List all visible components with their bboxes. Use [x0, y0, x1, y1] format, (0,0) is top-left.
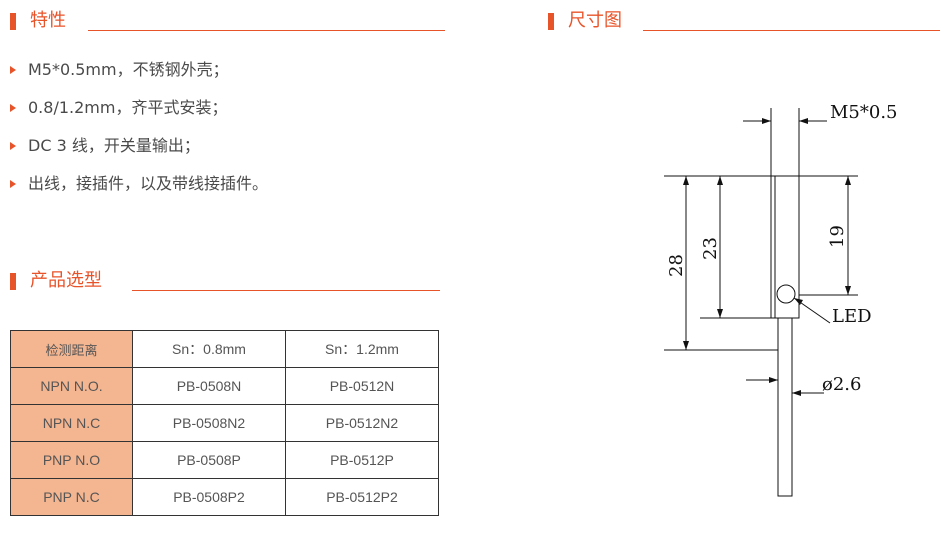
section-divider — [132, 290, 440, 291]
feature-text: M5*0.5mm，不锈钢外壳； — [28, 60, 229, 79]
bullet-arrow-icon — [10, 142, 16, 150]
table-row: PNP N.O PB-0508P PB-0512P — [10, 441, 439, 479]
dimension-section-header: 尺寸图 — [548, 10, 940, 34]
feature-item: 出线，接插件，以及带线接插件。 — [10, 170, 268, 208]
bullet-arrow-icon — [10, 180, 16, 188]
selection-section-header: 产品选型 — [10, 270, 440, 294]
section-divider — [643, 30, 940, 31]
features-section-header: 特性 — [10, 10, 445, 34]
section-marker — [10, 13, 16, 30]
table-row: PNP N.C PB-0508P2 PB-0512P2 — [10, 478, 439, 516]
output-type-cell: PNP N.O — [10, 441, 133, 479]
led-indicator — [776, 284, 796, 304]
bullet-arrow-icon — [10, 104, 16, 112]
features-title: 特性 — [30, 10, 66, 31]
model-cell: PB-0508P — [132, 441, 286, 479]
table-row: NPN N.C PB-0508N2 PB-0512N2 — [10, 404, 439, 442]
model-cell: PB-0512P2 — [285, 478, 439, 516]
output-type-cell: NPN N.O. — [10, 367, 133, 405]
section-marker — [10, 273, 16, 290]
model-cell: PB-0508N2 — [132, 404, 286, 442]
table-header-cell: Sn：0.8mm — [132, 330, 286, 368]
cable-diameter-label: ø2.6 — [822, 374, 861, 395]
section-divider — [88, 30, 445, 31]
section-marker — [548, 13, 554, 30]
model-cell: PB-0508P2 — [132, 478, 286, 516]
feature-item: DC 3 线，开关量输出； — [10, 132, 268, 170]
dimension-drawing: M5*0.5 28 23 19 LED ø2.6 — [664, 102, 898, 497]
table-header-cell: Sn：1.2mm — [285, 330, 439, 368]
dimension-title: 尺寸图 — [568, 10, 622, 31]
model-selection-table: 检测距离 Sn：0.8mm Sn：1.2mm NPN N.O. PB-0508N… — [10, 330, 439, 516]
table-header-row: 检测距离 Sn：0.8mm Sn：1.2mm — [10, 330, 439, 368]
sensor-cable — [777, 317, 793, 497]
model-cell: PB-0512N2 — [285, 404, 439, 442]
feature-text: DC 3 线，开关量输出； — [28, 136, 200, 155]
output-type-cell: NPN N.C — [10, 404, 133, 442]
table-header-cell: 检测距离 — [10, 330, 133, 368]
led-label: LED — [832, 306, 872, 327]
model-cell: PB-0512P — [285, 441, 439, 479]
thread-dimension-label: M5*0.5 — [830, 102, 898, 123]
thread-length-label: 19 — [827, 225, 848, 248]
feature-item: 0.8/1.2mm，齐平式安装； — [10, 94, 268, 132]
features-list: M5*0.5mm，不锈钢外壳； 0.8/1.2mm，齐平式安装； DC 3 线，… — [10, 56, 268, 208]
model-cell: PB-0508N — [132, 367, 286, 405]
table-row: NPN N.O. PB-0508N PB-0512N — [10, 367, 439, 405]
total-length-label: 28 — [666, 254, 687, 277]
feature-text: 出线，接插件，以及带线接插件。 — [28, 174, 269, 193]
bullet-arrow-icon — [10, 66, 16, 74]
feature-text: 0.8/1.2mm，齐平式安装； — [28, 98, 228, 117]
body-length-label: 23 — [700, 237, 721, 260]
output-type-cell: PNP N.C — [10, 478, 133, 516]
selection-title: 产品选型 — [30, 270, 102, 291]
feature-item: M5*0.5mm，不锈钢外壳； — [10, 56, 268, 94]
model-cell: PB-0512N — [285, 367, 439, 405]
